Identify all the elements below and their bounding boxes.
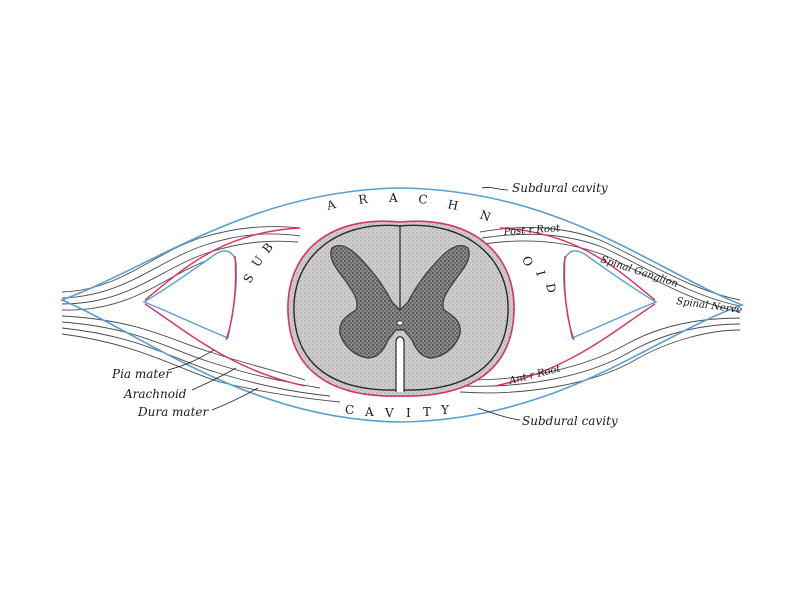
cavity-letter: A: [388, 191, 398, 205]
cavity-letter: A: [364, 405, 374, 419]
label-spinal-nerve: Spinal Nerve: [676, 296, 743, 316]
cavity-letter: T: [423, 405, 431, 419]
cavity-letter: S: [240, 271, 256, 285]
grey-matter: [330, 244, 470, 359]
cavity-letter: N: [478, 208, 493, 225]
label-subdural-cavity-top: Subdural cavity: [512, 181, 608, 195]
cavity-letter: V: [384, 406, 394, 420]
cavity-letter: B: [260, 240, 277, 256]
cavity-letter: C: [418, 192, 429, 207]
cavity-letter: D: [543, 282, 558, 294]
right-cavity-window: [562, 250, 658, 339]
cavity-letter: A: [324, 197, 337, 213]
right-nerve-bundle: [459, 227, 741, 394]
cavity-letter: U: [249, 253, 266, 269]
central-canal: [396, 320, 404, 326]
label-pia-mater: Pia mater: [111, 367, 172, 381]
cavity-letter: Y: [440, 403, 450, 417]
label-posterior-root: Post r Root: [502, 223, 561, 238]
label-anterior-root: Ant r Root: [507, 363, 562, 387]
left-cavity-window: [142, 250, 238, 339]
cavity-letter: H: [446, 197, 459, 213]
cavity-letter: I: [533, 269, 548, 277]
leader-lines: [167, 187, 521, 421]
label-dura-mater: Dura mater: [137, 405, 210, 419]
dura-mater-outline: [59, 187, 745, 423]
arachnoid-lines: [144, 227, 656, 387]
left-nerve-bundle: [61, 226, 341, 403]
label-subdural-cavity-bottom: Subdural cavity: [522, 414, 618, 428]
cavity-letter: I: [406, 406, 411, 420]
label-arachnoid: Arachnoid: [123, 387, 187, 401]
cavity-letter: R: [357, 192, 369, 207]
cavity-letter: O: [519, 254, 536, 268]
cavity-letter: C: [345, 403, 354, 417]
